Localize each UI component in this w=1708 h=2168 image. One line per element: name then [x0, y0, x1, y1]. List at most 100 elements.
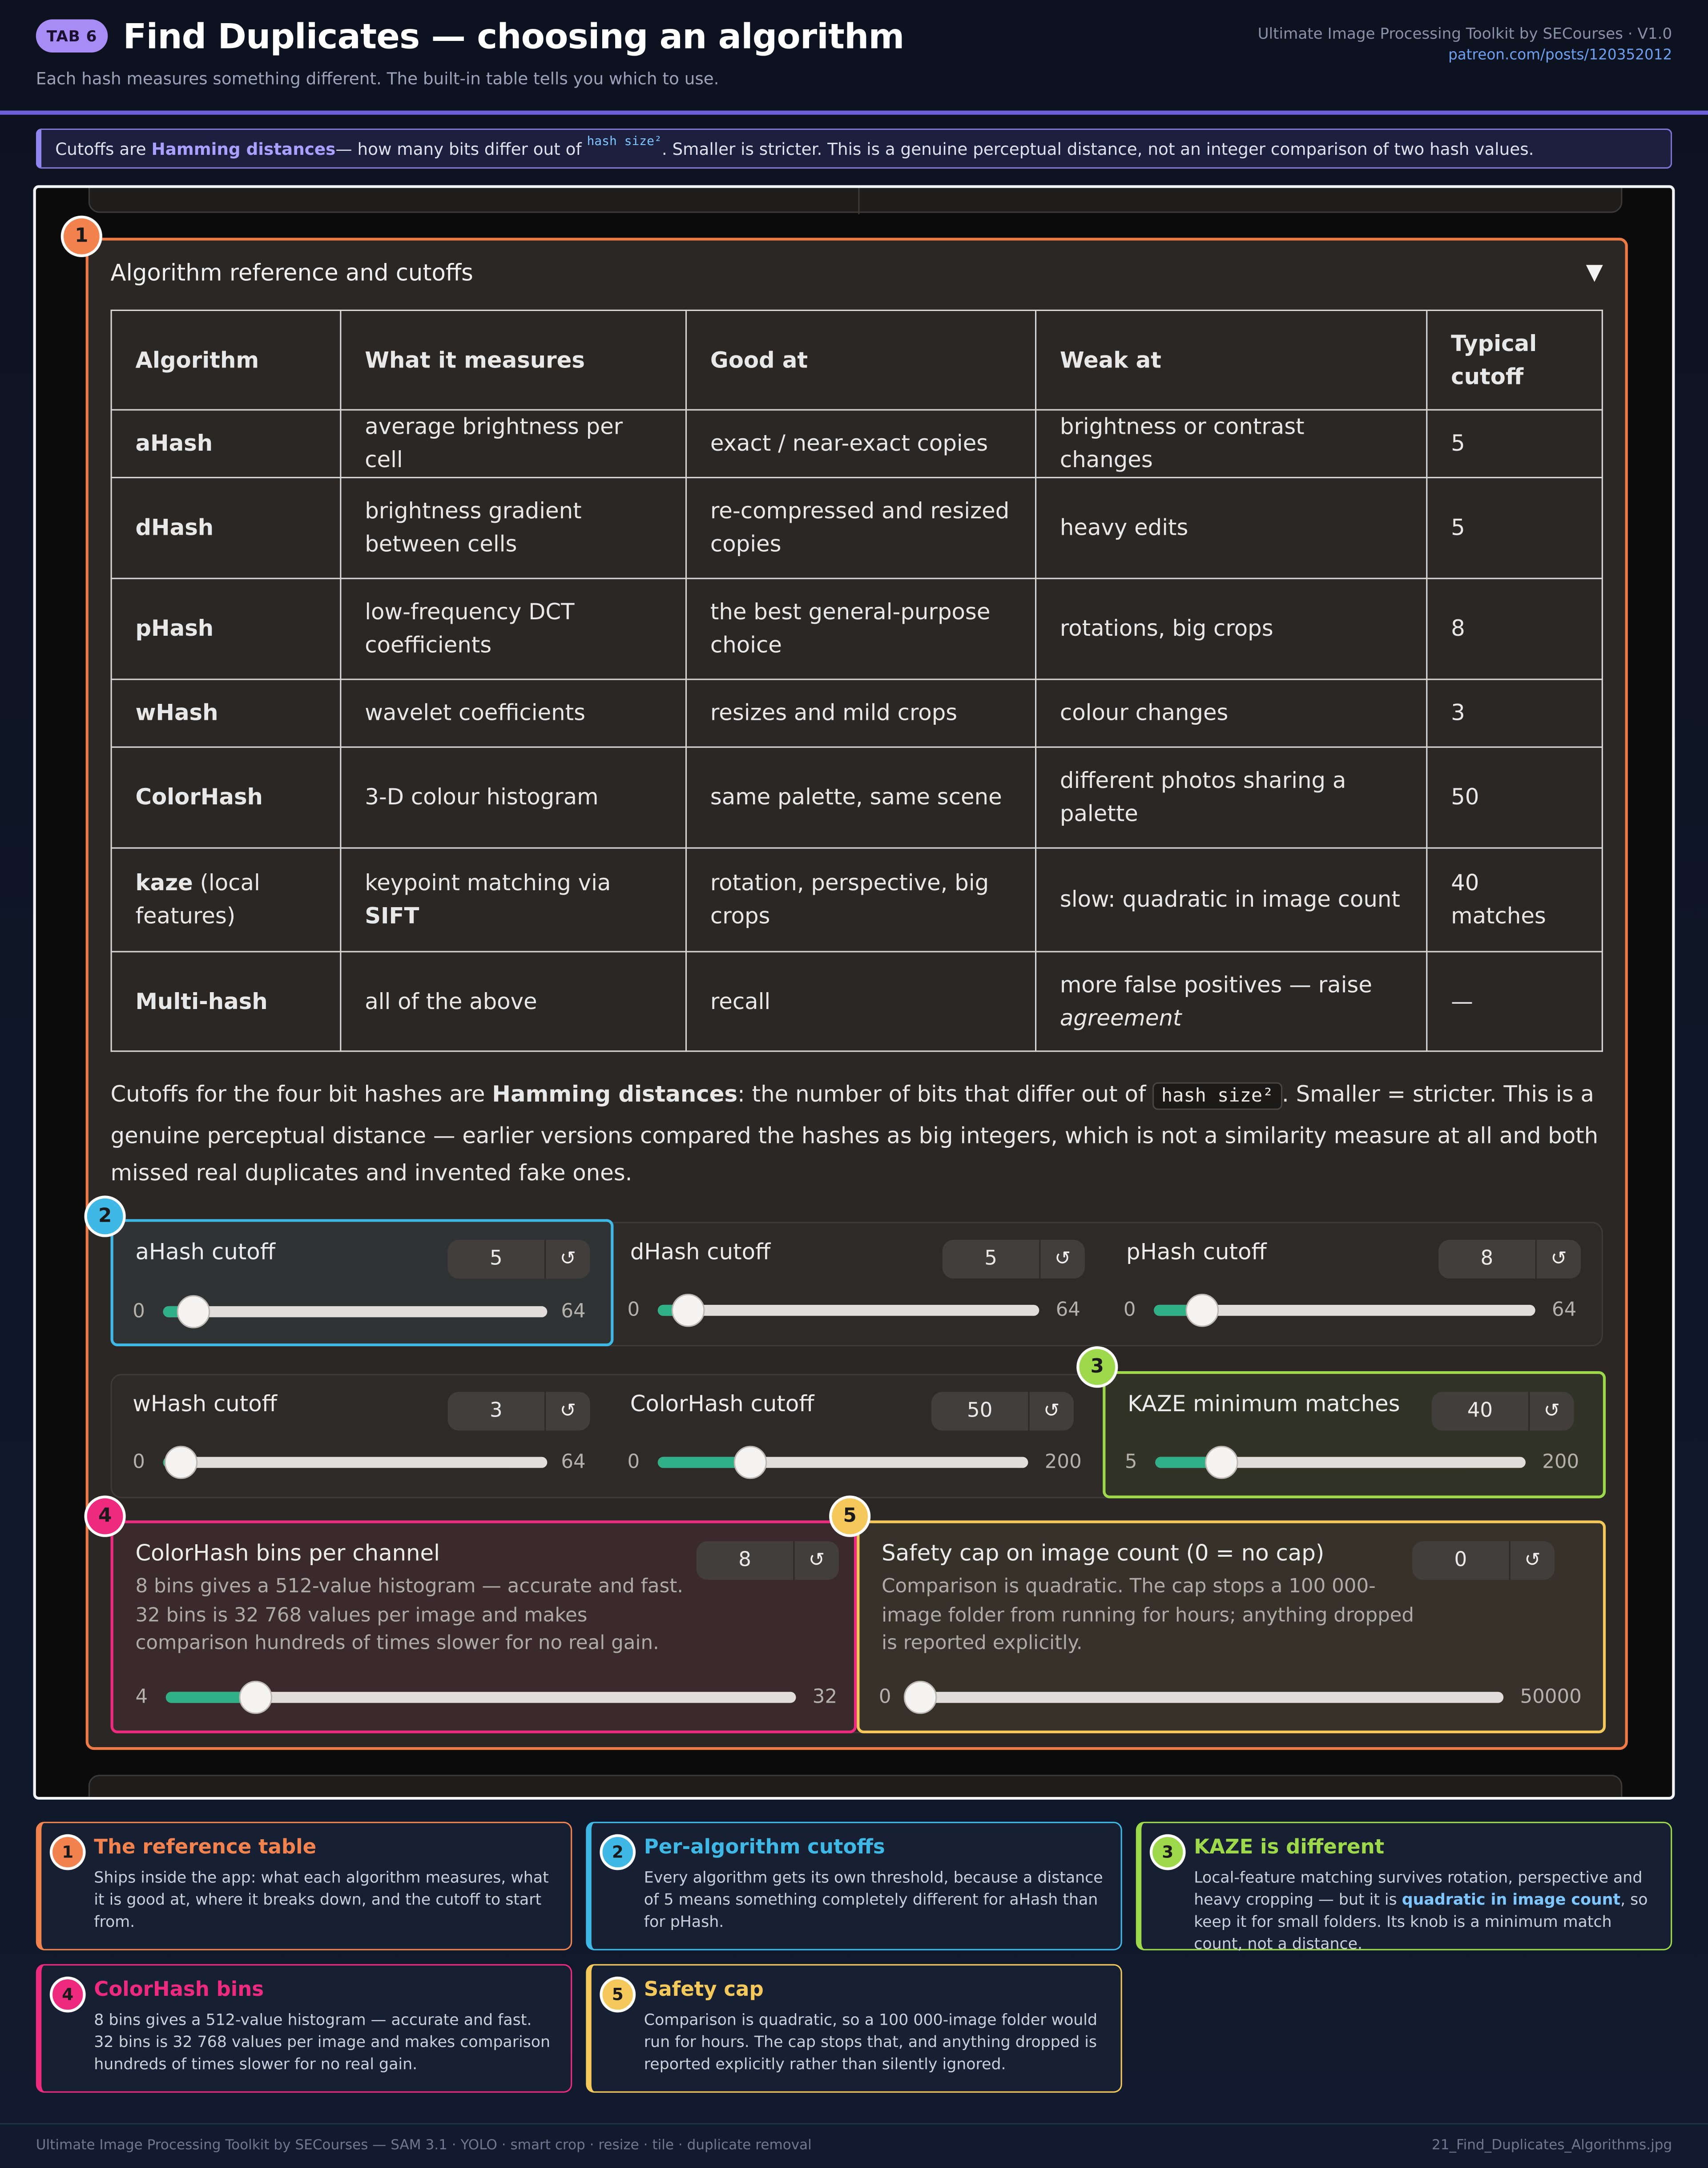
colorhash-max: 200 — [1044, 1451, 1082, 1474]
safety-cap-slider: Safety cap on image count (0 = no cap) C… — [857, 1520, 1606, 1733]
footer-filename: 21_Find_Duplicates_Algorithms.jpg — [1431, 2138, 1672, 2154]
table-header-row: Algorithm What it measures Good at Weak … — [110, 309, 1603, 411]
phash-label: pHash cutoff — [1126, 1238, 1267, 1265]
cap-description: Comparison is quadratic. The cap stops a… — [882, 1575, 1414, 1655]
page-header: TAB 6 Find Duplicates — choosing an algo… — [36, 16, 1672, 102]
bins-description: 8 bins gives a 512-value histogram — acc… — [135, 1575, 684, 1655]
reset-icon[interactable]: ↺ — [1028, 1392, 1074, 1431]
cell-measures: all of the above — [340, 951, 687, 1052]
note-text: 8 bins gives a 512-value histogram — acc… — [94, 2011, 551, 2074]
cap-number-input[interactable]: 0 ↺ — [1412, 1541, 1555, 1580]
table-row: dHash brightness gradient between cells … — [110, 476, 1603, 579]
cell-measures: average brightness per cell — [340, 409, 687, 478]
cell-good: recall — [685, 951, 1037, 1052]
reset-icon[interactable]: ↺ — [1528, 1392, 1574, 1431]
bins-max: 32 — [812, 1686, 838, 1709]
callout-badge-1: 1 — [60, 215, 102, 257]
phash-cutoff-slider: pHash cutoff 8 ↺ 0 64 — [1104, 1222, 1601, 1346]
whash-number-input[interactable]: 3 ↺ — [447, 1392, 590, 1431]
callout-badge-2: 2 — [84, 1195, 126, 1237]
hamming-explanation: Cutoffs for the four bit hashes are Hamm… — [110, 1081, 1599, 1186]
cap-slider-thumb[interactable] — [903, 1680, 937, 1714]
reset-icon[interactable]: ↺ — [544, 1392, 590, 1431]
cell-good: rotation, perspective, big crops — [685, 847, 1037, 953]
page-subtitle: Each hash measures something different. … — [36, 69, 719, 89]
cap-min: 0 — [878, 1686, 891, 1709]
dhash-slider-thumb[interactable] — [671, 1293, 704, 1327]
phash-track[interactable] — [1154, 1293, 1535, 1327]
phash-slider-thumb[interactable] — [1185, 1293, 1218, 1327]
cell-measures: low-frequency DCT coefficients — [340, 577, 687, 680]
caret-down-icon[interactable]: ▼ — [1586, 258, 1603, 285]
cell-weak: heavy edits — [1035, 476, 1428, 579]
cell-weak: colour changes — [1035, 678, 1428, 748]
cell-cutoff: — — [1426, 951, 1603, 1052]
table-row: aHash average brightness per cell exact … — [110, 409, 1603, 478]
ahash-number-input[interactable]: 5 ↺ — [447, 1239, 590, 1279]
reset-icon[interactable]: ↺ — [544, 1239, 590, 1279]
cell-algorithm: dHash — [110, 476, 342, 579]
cell-cutoff: 5 — [1426, 476, 1603, 579]
cell-measures: 3-D colour histogram — [340, 746, 687, 849]
note-text: Ships inside the app: what each algorith… — [94, 1869, 549, 1931]
kaze-number-input[interactable]: 40 ↺ — [1431, 1392, 1574, 1431]
note-badge-3: 3 — [1149, 1834, 1186, 1870]
cell-cutoff: 5 — [1426, 409, 1603, 478]
tab-pill-badge: TAB 6 — [36, 19, 108, 53]
table-row: wHash wavelet coefficients resizes and m… — [110, 678, 1603, 748]
dhash-max: 64 — [1055, 1299, 1080, 1322]
whash-slider-thumb[interactable] — [164, 1445, 198, 1479]
reset-icon[interactable]: ↺ — [1535, 1239, 1581, 1279]
note-badge-1: 1 — [49, 1834, 86, 1870]
dhash-track[interactable] — [657, 1293, 1039, 1327]
cap-max: 50000 — [1520, 1686, 1582, 1709]
colorhash-slider-thumb[interactable] — [733, 1445, 767, 1479]
table-row: kaze (local features) keypoint matching … — [110, 847, 1603, 953]
note-kaze: 3 KAZE is different Local-feature matchi… — [1136, 1821, 1672, 1953]
col-header-algorithm: Algorithm — [110, 309, 342, 411]
ahash-max: 64 — [561, 1300, 586, 1323]
banner-suffix: . Smaller is stricter. This is a genuine… — [661, 139, 1534, 158]
next-panel-edge — [88, 1775, 1623, 1797]
colorhash-track[interactable] — [657, 1445, 1028, 1479]
page-title: Find Duplicates — choosing an algorithm — [123, 16, 905, 57]
ahash-track[interactable] — [163, 1295, 548, 1328]
bins-number-input[interactable]: 8 ↺ — [696, 1541, 839, 1580]
whash-label: wHash cutoff — [133, 1390, 277, 1417]
accordion-title[interactable]: Algorithm reference and cutoffs — [110, 260, 473, 287]
whash-track[interactable] — [163, 1445, 548, 1479]
phash-number-input[interactable]: 8 ↺ — [1438, 1239, 1581, 1279]
cap-track[interactable] — [903, 1680, 1504, 1714]
colorhash-number-input[interactable]: 50 ↺ — [931, 1392, 1074, 1431]
kaze-track[interactable] — [1155, 1445, 1526, 1479]
reset-icon[interactable]: ↺ — [1039, 1239, 1085, 1279]
cell-weak: different photos sharing a palette — [1035, 746, 1428, 849]
callout-badge-3: 3 — [1076, 1346, 1118, 1388]
bins-slider-thumb[interactable] — [239, 1680, 273, 1714]
cell-measures: brightness gradient between cells — [340, 476, 687, 579]
brand-label: Ultimate Image Processing Toolkit by SEC… — [1257, 24, 1672, 43]
kaze-slider-thumb[interactable] — [1205, 1445, 1239, 1479]
note-title: Per-algorithm cutoffs — [644, 1837, 885, 1859]
cell-good: re-compressed and resized copies — [685, 476, 1037, 579]
cap-label: Safety cap on image count (0 = no cap) — [882, 1539, 1325, 1566]
callout-badge-5: 5 — [829, 1495, 871, 1537]
bins-track[interactable] — [165, 1680, 796, 1714]
cell-algorithm: pHash — [110, 577, 342, 680]
note-text: Local-feature matching survives rotation… — [1194, 1869, 1648, 1953]
ahash-slider-thumb[interactable] — [176, 1295, 210, 1328]
note-text: Every algorithm gets its own threshold, … — [644, 1869, 1103, 1931]
cell-algorithm: ColorHash — [110, 746, 342, 849]
cell-good: resizes and mild crops — [685, 678, 1037, 748]
cell-weak: rotations, big crops — [1035, 577, 1428, 680]
reset-icon[interactable]: ↺ — [1509, 1541, 1555, 1580]
kaze-min-matches-slider: KAZE minimum matches 40 ↺ 5 200 — [1103, 1371, 1606, 1498]
reset-icon[interactable]: ↺ — [793, 1541, 839, 1580]
phash-min: 0 — [1123, 1299, 1136, 1322]
table-row: Multi-hash all of the above recall more … — [110, 951, 1603, 1052]
dhash-number-input[interactable]: 5 ↺ — [942, 1239, 1085, 1279]
patreon-link[interactable]: patreon.com/posts/120352012 — [1448, 47, 1672, 64]
dhash-cutoff-slider: dHash cutoff 5 ↺ 0 64 — [608, 1222, 1105, 1346]
note-title: The reference table — [94, 1837, 317, 1859]
